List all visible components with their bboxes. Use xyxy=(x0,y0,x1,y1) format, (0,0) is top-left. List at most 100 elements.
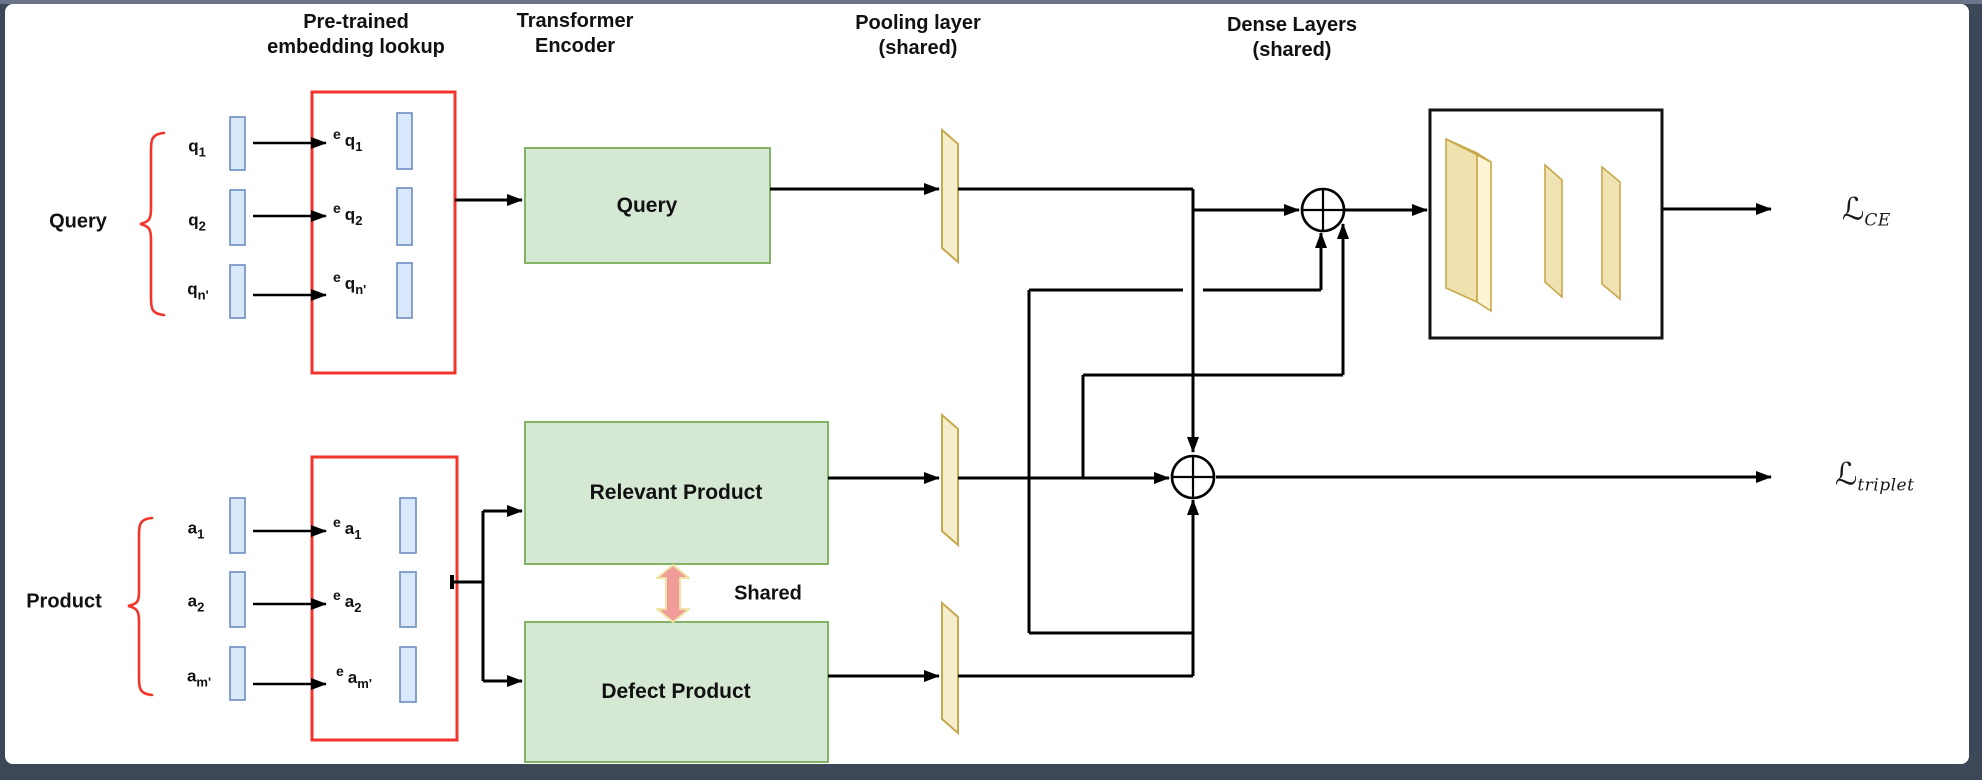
loss-triplet-symbol: ℒ xyxy=(1835,456,1858,493)
token-a1-sub: 1 xyxy=(197,526,205,542)
encoder-query-label: Query xyxy=(616,194,678,217)
token-label-q1: q1 xyxy=(188,137,206,160)
token-bar-q2 xyxy=(229,189,246,246)
token-q1-base: q xyxy=(188,136,199,156)
token-label-q2: q2 xyxy=(188,211,206,234)
token-qn-base: q xyxy=(187,279,198,299)
shared-double-arrow-icon xyxy=(656,564,690,623)
token-label-am: am' xyxy=(187,667,211,690)
embedding-bar-ea2 xyxy=(399,571,417,628)
embedding-bar-eam xyxy=(399,646,417,703)
token-am-base: a xyxy=(186,666,197,686)
product-brace xyxy=(127,516,154,697)
token-label-a2: a2 xyxy=(188,592,205,615)
concat-nodes xyxy=(1170,187,1346,500)
token-label-a1: a1 xyxy=(188,519,205,542)
encoder-defect-label: Defect Product xyxy=(601,680,751,703)
embedding-bar-eq1 xyxy=(396,112,413,170)
header-pretrained-embedding-line2: embedding lookup xyxy=(267,36,445,58)
encoder-defect-box xyxy=(524,621,829,763)
token-q2-sub: 2 xyxy=(198,218,206,234)
embedding-bar-ea1 xyxy=(399,497,417,554)
loss-triplet-subscript: triplet xyxy=(1857,475,1915,496)
product-group-label: Product xyxy=(26,590,102,613)
emb-ea1-sub: 1 xyxy=(354,527,362,542)
emb-eam-sub: m' xyxy=(357,676,372,691)
header-transformer-encoder-line1: Transformer xyxy=(516,10,634,32)
token-a2-base: a xyxy=(187,591,198,611)
emb-eqn-base: q xyxy=(344,274,356,293)
token-arrows xyxy=(253,137,327,690)
embedding-bar-eq2 xyxy=(396,187,413,246)
query-embedding-box xyxy=(310,90,457,375)
token-bars xyxy=(229,112,417,703)
header-pretrained-embedding: Pre-trained embedding lookup xyxy=(267,10,445,60)
header-pretrained-embedding-line1: Pre-trained xyxy=(303,11,409,33)
token-bar-am xyxy=(229,646,246,701)
emb-eq2-sup: e xyxy=(333,200,341,216)
token-a2-sub: 2 xyxy=(197,599,205,615)
token-bar-q1 xyxy=(229,116,246,171)
encoder-relevant-label: Relevant Product xyxy=(589,481,763,504)
emb-eq2-sub: 2 xyxy=(355,213,363,228)
emb-ea2-base: a xyxy=(344,592,355,611)
token-label-qn: qn' xyxy=(187,280,208,303)
encoder-query-box xyxy=(524,147,771,264)
header-dense-layers-line2: (shared) xyxy=(1252,39,1332,61)
emb-eq1-sup: e xyxy=(333,126,341,142)
token-am-sub: m' xyxy=(196,674,212,690)
token-bar-qn xyxy=(229,264,246,319)
dense-layer-sheet-1 xyxy=(1544,163,1563,299)
emb-eqn-sup: e xyxy=(333,269,341,285)
emb-eam-sup: e xyxy=(336,663,344,679)
pooling-parallelogram-relevant xyxy=(941,412,959,548)
pooling-parallelogram-query xyxy=(941,127,959,265)
emb-eq2-base: q xyxy=(344,205,356,224)
emb-eqn-sub: n' xyxy=(355,282,367,297)
diagram-canvas xyxy=(5,4,1969,764)
emb-ea2-sup: e xyxy=(333,587,341,603)
token-q1-sub: 1 xyxy=(198,144,206,160)
header-dense-layers-line1: Dense Layers xyxy=(1226,14,1358,36)
header-dense-layers: Dense Layers (shared) xyxy=(1227,13,1357,63)
embedding-bar-eqn xyxy=(396,262,413,319)
shared-label: Shared xyxy=(734,582,802,605)
header-pooling-layer: Pooling layer (shared) xyxy=(855,11,981,61)
header-pooling-layer-line1: Pooling layer xyxy=(855,12,981,34)
token-q2-base: q xyxy=(188,210,199,230)
header-pooling-layer-line2: (shared) xyxy=(878,37,958,59)
token-bar-a1 xyxy=(229,497,246,554)
emb-eq1-sub: 1 xyxy=(355,139,363,154)
pooling-parallelogram-defect xyxy=(941,600,959,736)
window-top-edge xyxy=(0,0,1982,4)
dense-slab-side-face xyxy=(1476,151,1492,313)
emb-ea1-sup: e xyxy=(333,514,341,530)
loss-ce-label: ℒCE xyxy=(1842,192,1891,231)
header-transformer-encoder-line2: Encoder xyxy=(534,35,616,57)
encoder-relevant-box xyxy=(524,421,829,565)
emb-ea2-sub: 2 xyxy=(354,600,362,615)
emb-eq1-base: q xyxy=(344,131,356,150)
header-transformer-encoder: Transformer Encoder xyxy=(517,9,634,59)
connectors xyxy=(450,183,1772,687)
loss-ce-symbol: ℒ xyxy=(1842,191,1865,228)
dense-slab-top-edge xyxy=(1445,138,1492,163)
token-a1-base: a xyxy=(187,518,198,538)
dense-slab-front-face xyxy=(1445,137,1478,304)
token-bar-a2 xyxy=(229,571,246,628)
token-qn-sub: n' xyxy=(197,287,209,303)
emb-eam-base: a xyxy=(347,668,358,687)
emb-ea1-base: a xyxy=(344,519,355,538)
loss-ce-subscript: CE xyxy=(1864,210,1891,231)
query-group-label: Query xyxy=(49,210,107,233)
dense-layer-sheet-2 xyxy=(1601,165,1621,301)
loss-triplet-label: ℒtriplet xyxy=(1835,457,1914,496)
dense-layer-shapes xyxy=(1445,137,1621,313)
